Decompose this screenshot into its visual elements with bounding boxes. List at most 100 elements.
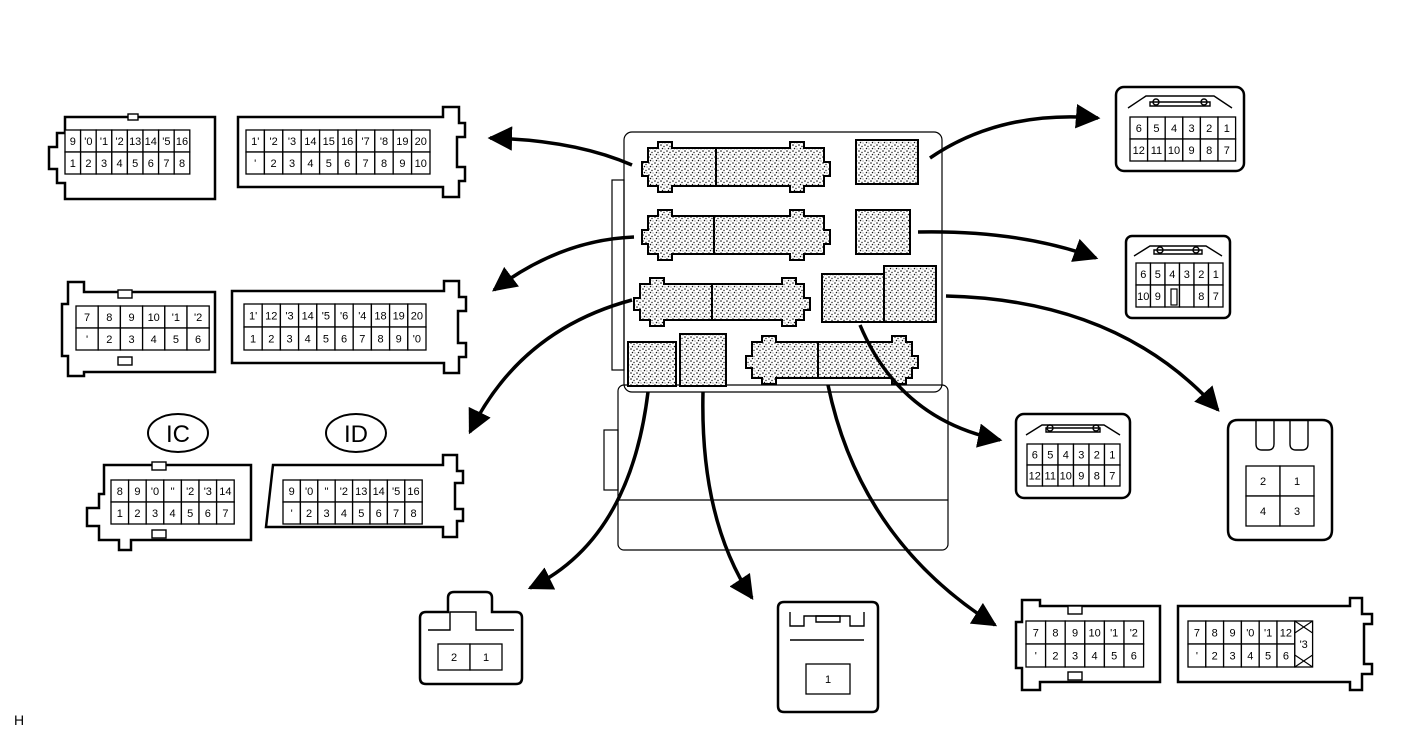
pin-number: 2 — [106, 334, 112, 346]
pin-number: 3 — [101, 158, 107, 170]
pin-number: 8 — [381, 158, 387, 170]
socket-row1-left — [641, 141, 831, 193]
pin-number: '2 — [186, 486, 194, 498]
pin-number: 8 — [106, 312, 112, 324]
pin-number: 5 — [1047, 450, 1053, 462]
pin-number: 1 — [1213, 269, 1219, 281]
pin-number: 3 — [289, 158, 295, 170]
pin-number: 14 — [304, 136, 316, 148]
pin-number: 9 — [1072, 628, 1078, 640]
pin-number: 3 — [128, 334, 134, 346]
connector-labels: IC ID H — [14, 413, 387, 728]
pin-number: 5 — [323, 334, 329, 346]
arrow-to-c-r1 — [929, 104, 1101, 160]
pin-number: 10 — [1137, 291, 1149, 303]
id-label: ID — [344, 421, 368, 448]
pin-cell — [1178, 284, 1195, 308]
pin-number: 1 — [825, 674, 831, 686]
pin-number: 8 — [410, 508, 416, 520]
pin-number: 2 — [1094, 450, 1100, 462]
pin-cell — [215, 501, 235, 525]
pin-cell — [1279, 495, 1315, 527]
pin-number: 7 — [363, 158, 369, 170]
pin-number: 6 — [1136, 123, 1142, 135]
pin-number: 9 — [396, 334, 402, 346]
pin-cell — [1207, 284, 1224, 308]
pin-number: 4 — [1247, 651, 1253, 663]
pin-number: 1 — [1224, 123, 1230, 135]
pin-number: 6 — [1131, 651, 1137, 663]
pin-number: '0 — [84, 136, 92, 148]
connector-b2-outline — [776, 600, 880, 714]
pin-number: '5 — [162, 136, 170, 148]
pin-number: 2 — [306, 508, 312, 520]
pin-number: 4 — [341, 508, 347, 520]
pin-number: 10 — [148, 312, 160, 324]
socket-row4-a — [627, 341, 677, 387]
pin-number: 4 — [1063, 450, 1069, 462]
pin-number: 11 — [1151, 145, 1162, 157]
pin-number: 6 — [1032, 450, 1038, 462]
socket-row4-b — [679, 333, 727, 387]
ic-label-ellipse — [147, 413, 209, 453]
pin-number: 7 — [163, 158, 169, 170]
pin-number: 1 — [1294, 476, 1300, 488]
pin-number: 5 — [1111, 651, 1117, 663]
pin-cell — [1245, 495, 1281, 527]
pin-number: 7 — [222, 508, 228, 520]
socket-row4-c — [745, 335, 919, 385]
pin-number: ' — [254, 158, 256, 170]
pin-number: 7 — [393, 508, 399, 520]
arrow-to-c-id — [468, 298, 633, 435]
socket-row1-right — [855, 139, 919, 185]
pin-number: 2 — [268, 334, 274, 346]
pin-number: 9 — [399, 158, 405, 170]
pin-number: '8 — [380, 136, 388, 148]
pin-number: 3 — [152, 508, 158, 520]
arrow-to-c-b1 — [527, 391, 650, 590]
pin-number: 16 — [341, 136, 353, 148]
pin-number: 8 — [1052, 628, 1058, 640]
pin-number: 16 — [176, 136, 188, 148]
pin-number: 6 — [341, 334, 347, 346]
pin-number: '3 — [204, 486, 212, 498]
pin-number: 8 — [117, 486, 123, 498]
pin-number: 11 — [1045, 471, 1056, 483]
pin-number: 15 — [323, 136, 335, 148]
pin-number: 2 — [1212, 651, 1218, 663]
socket-row3-mid — [821, 273, 885, 323]
pin-number: 2 — [271, 158, 277, 170]
pin-number: '0 — [305, 486, 313, 498]
pin-number: '3 — [1300, 639, 1308, 651]
pin-number: 3 — [1294, 506, 1300, 518]
pin-number: 6 — [376, 508, 382, 520]
pin-number: 4 — [1260, 506, 1266, 518]
pin-number: 3 — [286, 334, 292, 346]
pin-number: 1 — [483, 652, 489, 664]
pin-number: 2 — [134, 508, 140, 520]
pin-number: '2 — [194, 312, 202, 324]
pin-cell — [1123, 643, 1145, 668]
pin-number: 20 — [411, 311, 423, 323]
pin-number: 4 — [305, 334, 311, 346]
arrows — [468, 104, 1220, 627]
pin-cell-side — [1294, 620, 1314, 668]
socket-row2-right — [855, 209, 911, 255]
arrow-to-c-b3 — [826, 384, 998, 627]
pin-number: 14 — [145, 136, 157, 148]
pin-number: 9 — [70, 136, 76, 148]
pin-number: 6 — [195, 334, 201, 346]
pin-number: '2 — [1130, 628, 1138, 640]
pin-number: 2 — [451, 652, 457, 664]
pin-number: 7 — [359, 334, 365, 346]
pin-number: 16 — [407, 486, 419, 498]
pin-number: 8 — [1198, 291, 1204, 303]
pin-number: 4 — [1092, 651, 1098, 663]
pin-number: 1' — [251, 136, 259, 148]
pin-number: 8 — [1212, 628, 1218, 640]
